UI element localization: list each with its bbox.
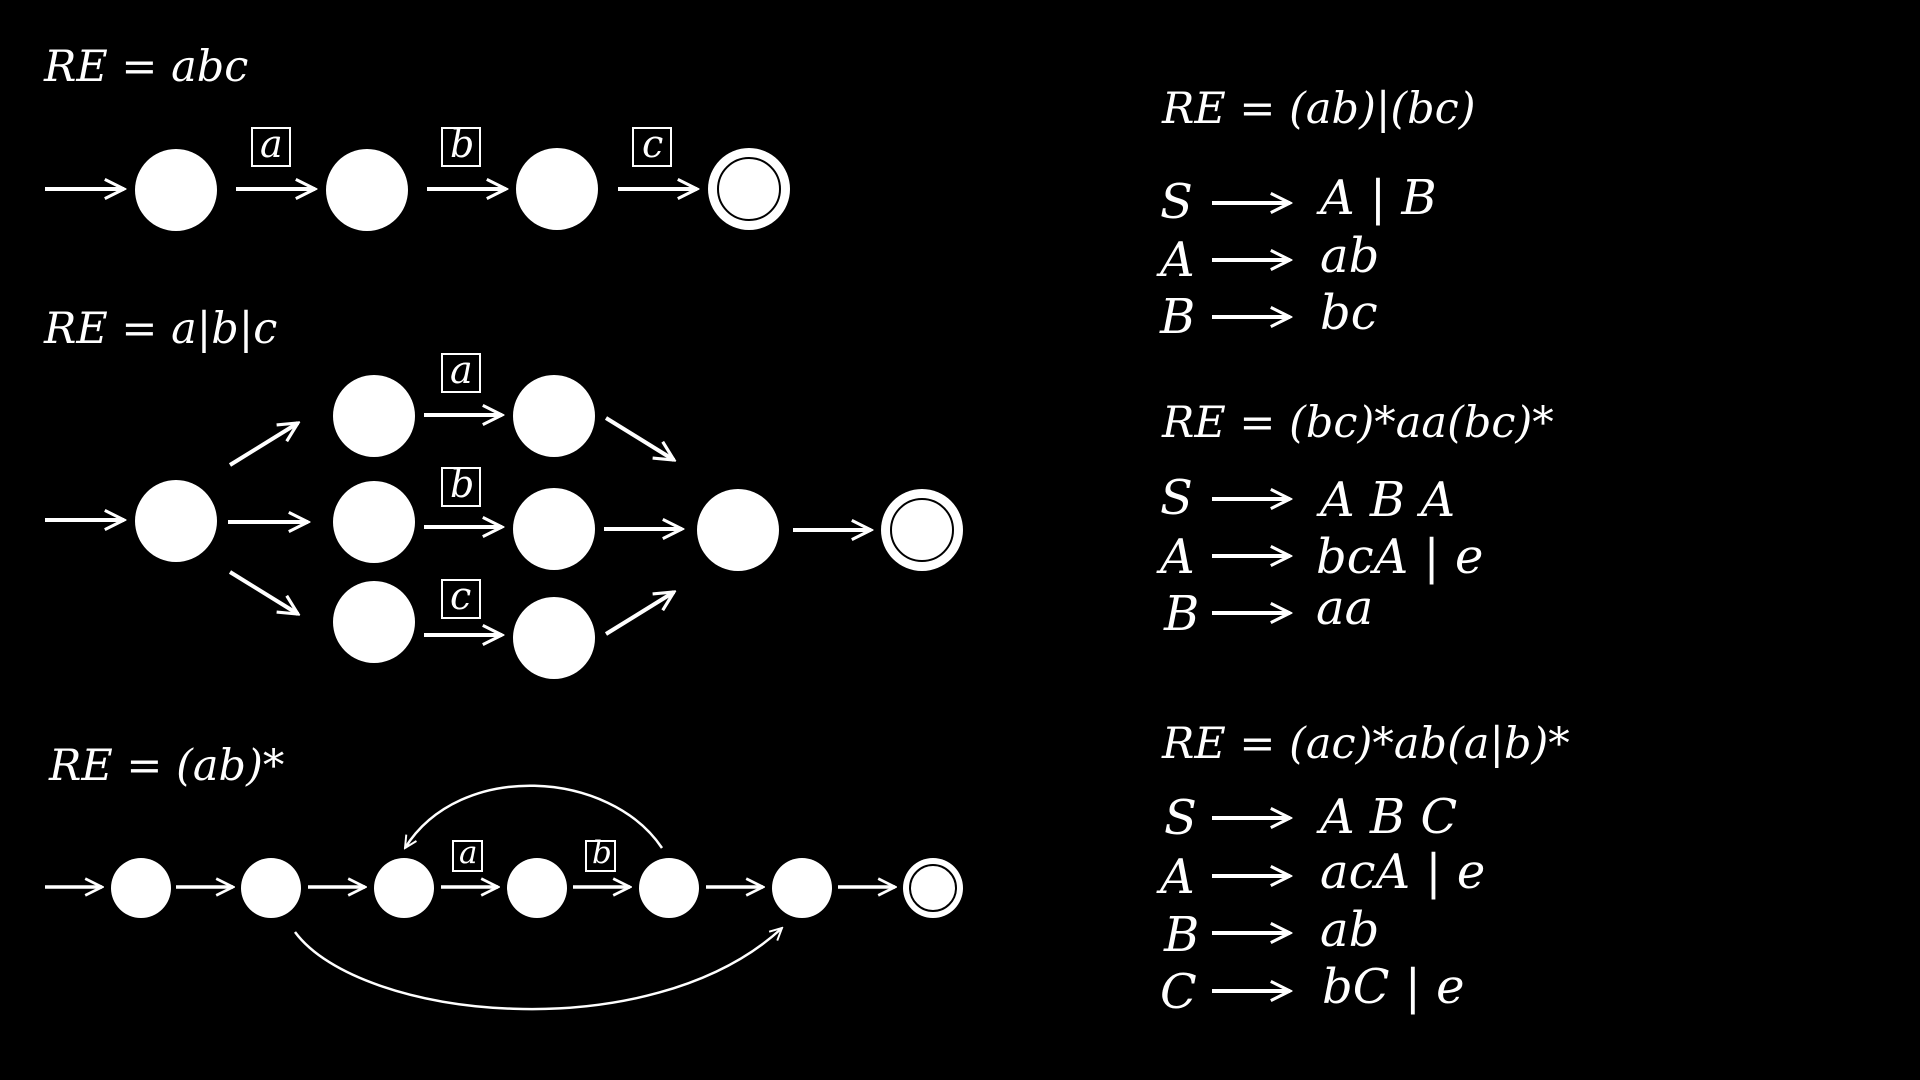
production-lhs: B [1160, 289, 1196, 345]
state [333, 581, 415, 663]
transition-label: b [592, 835, 612, 871]
state [111, 858, 171, 918]
state [639, 858, 699, 918]
grammar-regex-title: RE = (ab)|(bc) [1162, 84, 1476, 134]
merge-arrow-up [604, 592, 674, 636]
state [697, 489, 779, 571]
transition-label: b [450, 462, 475, 506]
state [135, 480, 217, 562]
production-rhs: bC | e [1322, 959, 1465, 1015]
production-rhs: bcA | e [1316, 529, 1484, 585]
regex-title: RE = a|b|c [44, 304, 278, 354]
transition-label-box [441, 353, 481, 393]
production-lhs: C [1160, 964, 1197, 1020]
state [507, 858, 567, 918]
split-arrow-up [228, 423, 298, 467]
regex-title: RE = abc [44, 42, 249, 92]
production-arrows [1212, 203, 1290, 991]
state [374, 858, 434, 918]
state [513, 597, 595, 679]
transition-label-box [632, 127, 672, 167]
transition-label-box [441, 467, 481, 507]
production-rhs: acA | e [1320, 844, 1486, 900]
state [513, 375, 595, 457]
transition-label: a [260, 122, 283, 166]
production-rhs: bc [1320, 285, 1378, 341]
production-lhs: B [1164, 907, 1200, 963]
transition-label-box [441, 127, 481, 167]
merge-arrow-down [604, 416, 674, 460]
accept-ring [890, 498, 954, 562]
diagram-a-or-b-or-c [45, 375, 963, 679]
state [326, 149, 408, 231]
state [241, 858, 301, 918]
transition-label: a [459, 835, 478, 871]
state [135, 149, 217, 231]
accept-state [881, 489, 963, 571]
accept-ring [717, 157, 781, 221]
transition-label-box [452, 840, 483, 872]
transition-label: a [450, 348, 473, 392]
production-lhs: A [1160, 849, 1195, 905]
transition-label: c [450, 574, 472, 618]
production-rhs: ab [1320, 902, 1380, 958]
transition-label: c [642, 122, 664, 166]
transition-label: b [450, 122, 475, 166]
production-rhs: ab [1320, 228, 1380, 284]
production-lhs: B [1164, 586, 1200, 642]
state [333, 481, 415, 563]
state [516, 148, 598, 230]
transition-label-box [251, 127, 291, 167]
split-arrow-down [228, 570, 298, 614]
production-lhs: S [1160, 470, 1193, 526]
skip-arrow [293, 928, 782, 1011]
accept-state [903, 858, 963, 918]
production-lhs: S [1160, 174, 1193, 230]
grammar-regex-title: RE = (bc)*aa(bc)* [1162, 398, 1554, 448]
accept-state [708, 148, 790, 230]
production-lhs: A [1160, 232, 1195, 288]
production-rhs: aa [1316, 580, 1374, 636]
accept-ring [909, 864, 957, 912]
production-rhs: A B A [1320, 472, 1456, 528]
production-lhs: A [1160, 529, 1195, 585]
diagram-abc [45, 148, 790, 231]
state [333, 375, 415, 457]
loop-back-arrow [405, 784, 664, 848]
state [772, 858, 832, 918]
regex-title: RE = (ab)* [49, 741, 285, 791]
production-rhs: A B C [1320, 789, 1458, 845]
state [513, 488, 595, 570]
transition-label-box [441, 579, 481, 619]
diagram-ab-star [45, 784, 963, 1011]
production-rhs: A | B [1320, 170, 1437, 226]
transition-label-box [585, 840, 616, 872]
production-lhs: S [1164, 790, 1197, 846]
grammar-regex-title: RE = (ac)*ab(a|b)* [1162, 719, 1570, 769]
